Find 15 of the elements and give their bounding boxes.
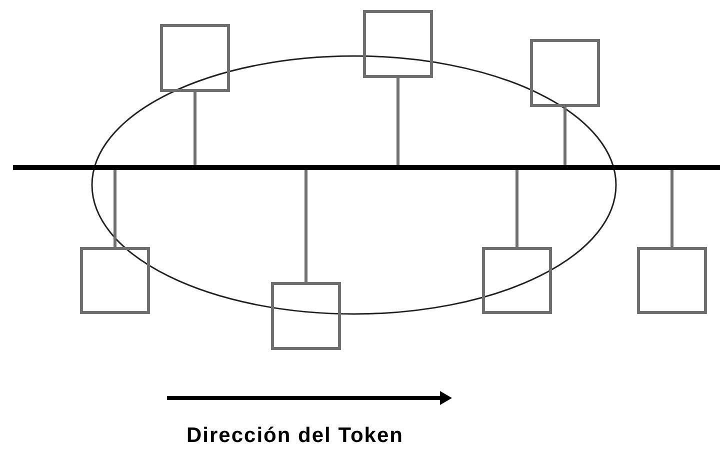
- connector-line: [670, 170, 674, 247]
- connector-line: [114, 170, 116, 247]
- station-box: [530, 39, 600, 107]
- connector-line: [564, 107, 566, 165]
- station-box: [271, 282, 341, 350]
- station-box: [482, 247, 552, 314]
- station-box: [80, 247, 150, 314]
- connector-line: [304, 170, 308, 282]
- connector-line: [194, 92, 196, 165]
- station-box: [363, 10, 433, 78]
- station-box: [637, 247, 707, 314]
- connector-line: [516, 170, 518, 247]
- caption-text: Dirección del Token: [186, 424, 404, 448]
- connector-line: [396, 78, 400, 165]
- station-box: [160, 24, 230, 92]
